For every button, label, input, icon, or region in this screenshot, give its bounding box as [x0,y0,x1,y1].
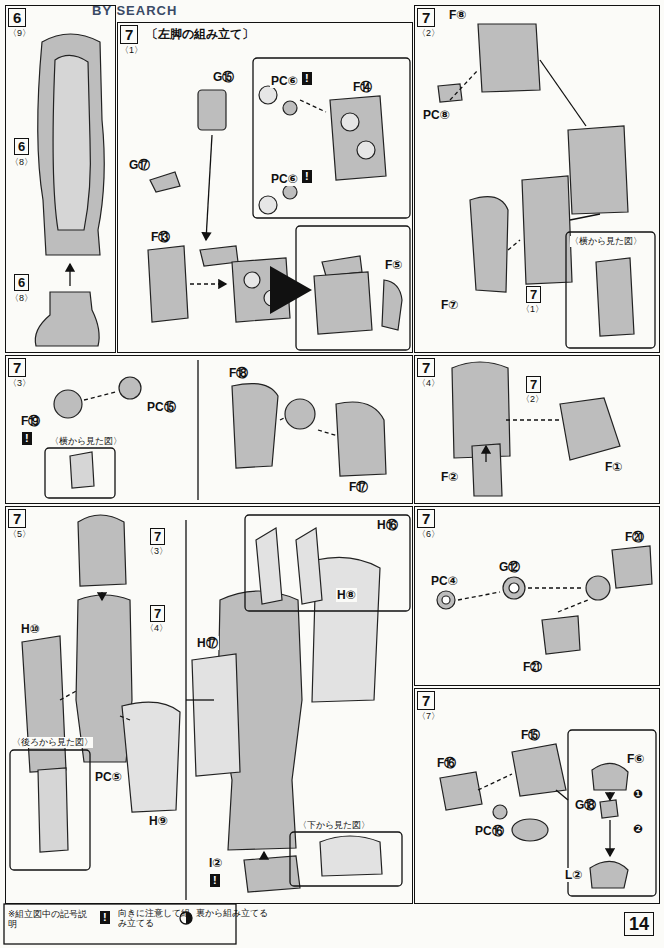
part-number: F⑥ [626,752,646,766]
view-note: 〈横から見た図〉 [570,236,642,247]
caution-mark: ! [22,432,32,445]
step-number: 7 [120,25,138,44]
sub-step: 〈3〉 [8,378,31,388]
step-reference: 6 [14,274,29,291]
step-panel: 7〈7〉 [414,688,660,904]
sub-step: 〈1〉 [120,45,143,55]
step-panel: 7〈1〉〔左脚の組み立て〕 [117,22,413,353]
caution-mark: ! [210,874,220,887]
part-number: H⑰ [196,636,219,650]
part-number: H⑧ [336,588,357,602]
step-number: 7 [417,509,435,528]
part-number: F⑬ [150,230,171,244]
sub-step: 〈4〉 [417,378,440,388]
part-number: PC⑥ [270,74,299,88]
step-reference-sub: 〈8〉 [10,293,33,303]
sub-step: 〈5〉 [8,529,31,539]
part-number: G⑮ [212,70,235,84]
part-number: F⑤ [384,258,404,272]
part-number: L② [564,868,584,882]
part-number: F⑯ [436,756,457,770]
part-number: F⑦ [440,298,460,312]
step-number: 7 [417,691,435,710]
step-reference-sub: 〈3〉 [145,546,168,556]
part-number: PC⑥ [270,172,299,186]
step-number: 7 [8,509,26,528]
caution-mark: ! [302,170,312,183]
part-number: PC⑧ [422,108,451,122]
part-number: ❶ [632,787,644,801]
caution-mark: ! [100,911,110,924]
part-number: H⑯ [376,518,399,532]
caution-mark: ! [302,72,312,85]
step-reference: 7 [526,286,541,303]
part-number: F⑱ [228,366,249,380]
view-note: 〈下から見た図〉 [298,820,370,831]
page-number: 14 [624,912,654,936]
part-number: ❷ [632,822,644,836]
step-reference-sub: 〈8〉 [10,157,33,167]
step-number: 6 [8,8,26,27]
part-number: F① [604,460,624,474]
step-reference: 6 [14,138,29,155]
step-reference: 7 [526,376,541,393]
sub-step: 〈6〉 [417,529,440,539]
part-number: F⑭ [352,80,373,94]
part-number: F⑧ [448,8,468,22]
step-number: 7 [8,358,26,377]
sub-step: 〈7〉 [417,711,440,721]
step-panel: 7〈5〉 [5,506,413,904]
part-number: F⑮ [520,728,541,742]
legend-note: 向きに注意して組み立てる [118,908,198,928]
part-number: H⑨ [148,814,169,828]
watermark: BY SEARCH [92,3,177,18]
step-reference-sub: 〈1〉 [521,304,544,314]
part-number: PC④ [430,574,459,588]
legend-note: ※組立図中の記号説明 [8,909,88,929]
step-reference-sub: 〈2〉 [521,394,544,404]
part-number: F② [440,470,460,484]
part-number: H⑩ [20,622,41,636]
part-number: PC⑮ [146,400,177,414]
part-number: PC⑤ [94,770,123,784]
part-number: I② [208,856,224,870]
step-number: 7 [417,358,435,377]
view-note: 〈横から見た図〉 [50,436,122,447]
part-number: F⑲ [20,414,41,428]
step-reference: 7 [150,528,165,545]
part-number: F⑰ [348,480,369,494]
part-number: G⑱ [574,798,597,812]
step-reference: 7 [150,605,165,622]
legend-note: 裏から組み立てる [196,908,276,918]
step-number: 7 [417,8,435,27]
step-reference-sub: 〈4〉 [145,623,168,633]
sub-step: 〈2〉 [417,28,440,38]
part-number: PC⑯ [474,824,505,838]
part-number: F⑳ [624,530,645,544]
part-number: G⑰ [128,158,151,172]
step-title: 〔左脚の組み立て〕 [146,27,254,41]
part-number: G⑫ [498,560,521,574]
sub-step: 〈9〉 [8,28,31,38]
part-number: F㉑ [522,660,543,674]
view-note: 〈後ろから見た図〉 [12,737,93,748]
